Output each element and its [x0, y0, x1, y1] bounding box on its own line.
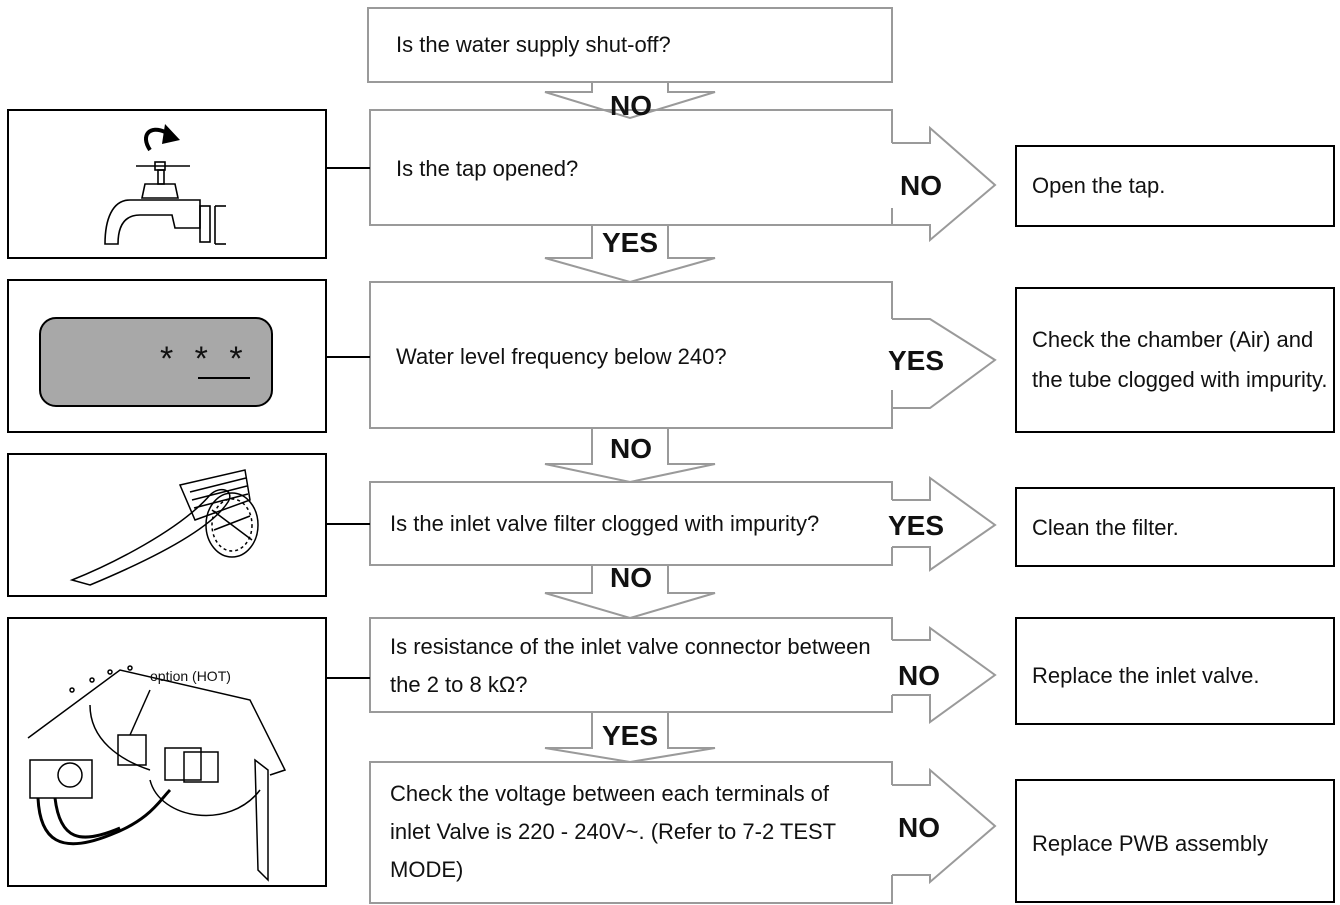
down-arrow-1 [544, 82, 716, 120]
right-arrow-6 [892, 767, 997, 885]
down-label-5: YES [602, 720, 659, 751]
illustration-box-valve [7, 617, 327, 887]
side-label-5: NO [898, 660, 940, 691]
illustration-box-tap [7, 109, 327, 259]
side-label-4: YES [888, 510, 945, 541]
result-5-text: Replace the inlet valve. [1032, 663, 1260, 688]
result-4-text: Clean the filter. [1032, 515, 1179, 540]
illustration-box-filter [7, 453, 327, 597]
question-5-text: Is resistance of the inlet valve connect… [390, 634, 871, 697]
down-label-4: NO [610, 562, 652, 593]
question-box-6 [369, 761, 893, 904]
question-6-text: Check the voltage between each terminals… [390, 781, 836, 882]
valve-option-label: option (HOT) [150, 668, 231, 684]
result-3-text: Check the chamber (Air) and the tube clo… [1032, 327, 1328, 392]
right-arrow-3 [892, 318, 997, 409]
right-arrow-2 [892, 125, 997, 243]
result-box-5 [1015, 617, 1335, 725]
right-arrow-5 [892, 626, 997, 724]
result-box-3 [1015, 287, 1335, 433]
question-3-text: Water level frequency below 240? [396, 344, 727, 369]
result-box-6 [1015, 779, 1335, 903]
question-4-text: Is the inlet valve filter clogged with i… [390, 511, 820, 536]
down-arrow-5 [544, 712, 716, 764]
side-label-3: YES [888, 345, 945, 376]
down-label-1: NO [610, 90, 652, 121]
question-2-text: Is the tap opened? [396, 156, 579, 181]
inlet-valve-icon [27, 665, 287, 882]
filter-brush-icon [69, 469, 259, 586]
question-box-3 [369, 281, 893, 429]
down-label-3: NO [610, 433, 652, 464]
tap-icon [104, 124, 226, 245]
down-arrow-4 [544, 565, 716, 620]
display-readout: * * * [160, 340, 249, 378]
down-arrow-2 [544, 225, 716, 284]
side-label-6: NO [898, 812, 940, 843]
down-arrow-3 [544, 428, 716, 484]
question-1-text: Is the water supply shut-off? [396, 32, 671, 57]
question-box-1 [367, 7, 893, 83]
result-2-text: Open the tap. [1032, 173, 1166, 198]
right-arrow-4 [892, 476, 997, 572]
result-6-text: Replace PWB assembly [1032, 831, 1268, 856]
down-label-2: YES [602, 227, 659, 258]
question-box-5 [369, 617, 893, 713]
result-box-4 [1015, 487, 1335, 567]
side-label-2: NO [900, 170, 942, 201]
display-panel-icon [39, 317, 273, 407]
result-box-2 [1015, 145, 1335, 227]
